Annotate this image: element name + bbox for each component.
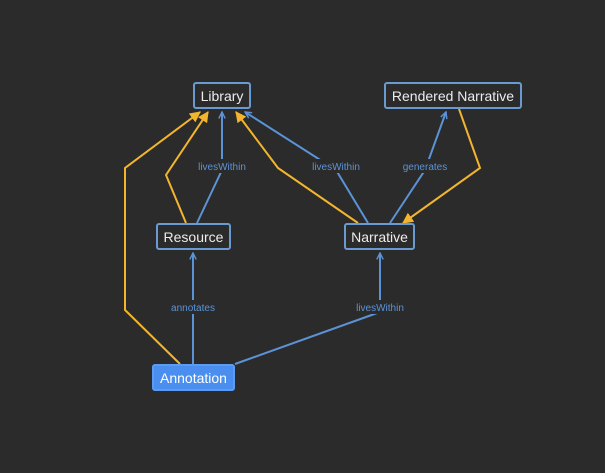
node-rendered-narrative[interactable]: Rendered Narrative — [384, 82, 522, 109]
node-narrative-label: Narrative — [351, 228, 408, 245]
edge-narrative-library[interactable] — [235, 111, 359, 224]
edge-rendered-narrative-narrative[interactable] — [402, 108, 482, 224]
edge-label-resource-library: livesWithin — [198, 162, 246, 173]
edge-label-annotation-resource: annotates — [171, 303, 215, 314]
node-library-label: Library — [200, 87, 244, 104]
node-rendered-narrative-label: Rendered Narrative — [391, 87, 515, 104]
node-annotation[interactable]: Annotation — [152, 364, 235, 391]
node-library[interactable]: Library — [193, 82, 251, 109]
node-narrative[interactable]: Narrative — [344, 223, 415, 250]
node-annotation-label: Annotation — [160, 369, 227, 386]
edge-label-narrative-library: livesWithin — [312, 162, 360, 173]
edge-annotation-library[interactable] — [124, 111, 201, 365]
node-resource-label: Resource — [163, 228, 224, 245]
node-resource[interactable]: Resource — [156, 223, 231, 250]
edge-label-annotation-narrative: livesWithin — [356, 303, 404, 314]
edge-label-narrative-rendered: generates — [403, 162, 447, 173]
edge-resource-library[interactable] — [164, 111, 209, 224]
